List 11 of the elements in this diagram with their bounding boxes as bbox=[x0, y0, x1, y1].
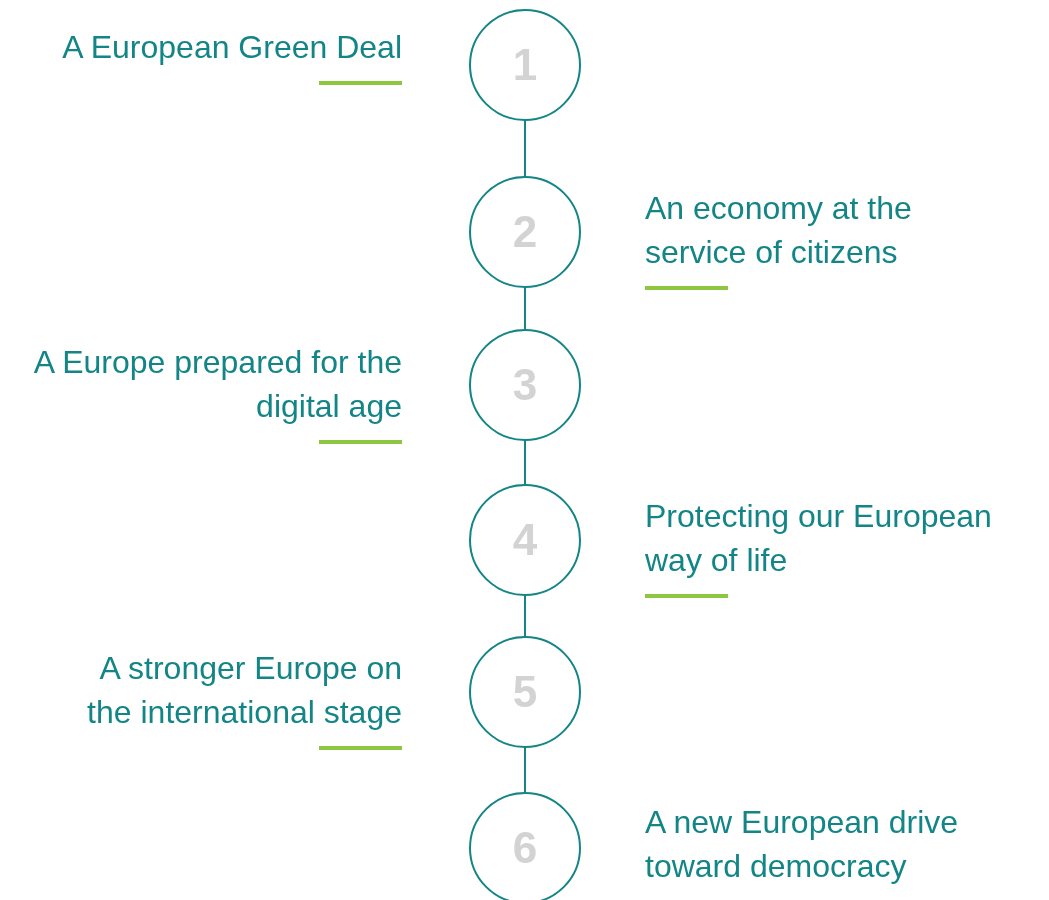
connector-line bbox=[524, 595, 526, 637]
step-title: An economy at the service of citizens bbox=[645, 189, 913, 272]
connector-line bbox=[524, 747, 526, 793]
step-title: A Europe prepared for the digital age bbox=[32, 343, 402, 426]
step-title: A European Green Deal bbox=[62, 28, 402, 67]
step-title: A new European drive toward democracy bbox=[645, 803, 960, 886]
step-title: Protecting our European way of life bbox=[645, 497, 993, 580]
connector-line bbox=[524, 287, 526, 330]
connector-line bbox=[524, 120, 526, 177]
step-title: A stronger Europe on the international stage bbox=[86, 649, 402, 732]
connector-line bbox=[524, 440, 526, 485]
